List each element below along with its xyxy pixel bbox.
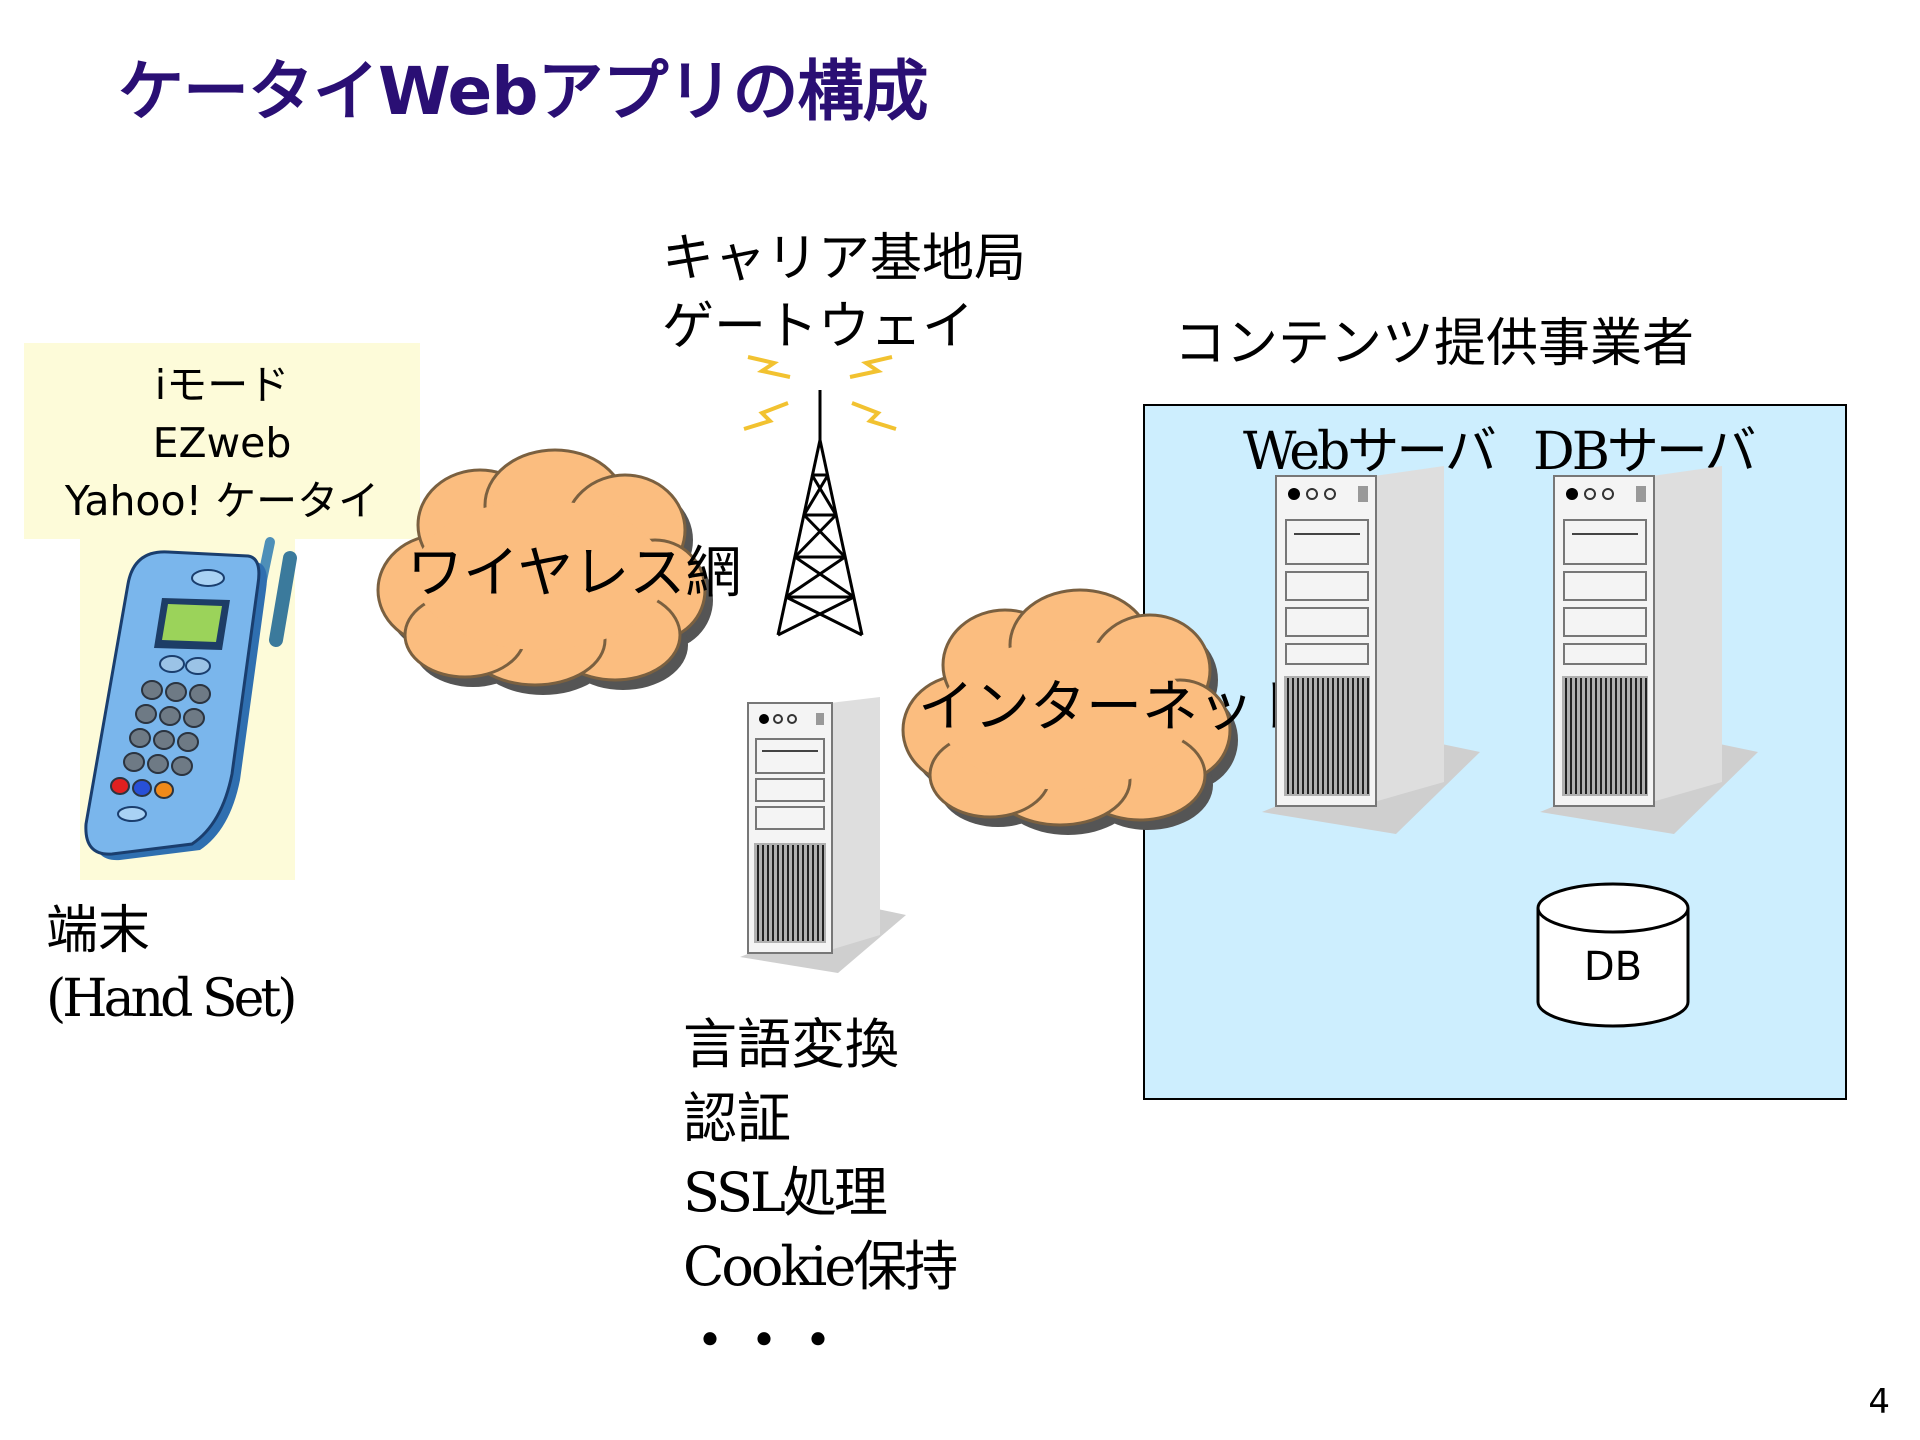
gateway-label-line1: キャリア基地局 bbox=[662, 229, 1027, 289]
slide-title: ケータイWebアプリの構成 bbox=[118, 53, 928, 130]
internet-cloud bbox=[901, 588, 1238, 835]
gateway-label: キャリア基地局 ゲートウェイ bbox=[662, 225, 1026, 361]
internet-label: インターネット bbox=[918, 675, 1310, 740]
function-item: 言語変換 bbox=[683, 1013, 899, 1076]
function-item: SSL処理 bbox=[683, 1161, 888, 1224]
web-server-label: Webサーバ bbox=[1243, 422, 1497, 482]
database-label: DB bbox=[1583, 944, 1643, 990]
function-item: 認証 bbox=[683, 1087, 791, 1150]
gateway-server-icon bbox=[740, 697, 906, 973]
wireless-network-label: ワイヤレス網 bbox=[407, 541, 742, 606]
content-provider-label: コンテンツ提供事業者 bbox=[1174, 314, 1695, 374]
mode-list: iモード EZweb Yahoo! ケータイ bbox=[24, 356, 420, 530]
handset-label: 端末 (Hand Set) bbox=[46, 897, 298, 1033]
function-item: ・・・ bbox=[683, 1309, 845, 1372]
mode-item: Yahoo! ケータイ bbox=[64, 477, 380, 525]
mobile-phone-icon bbox=[80, 530, 297, 880]
web-server-icon bbox=[1262, 466, 1480, 834]
mode-box bbox=[24, 343, 420, 539]
handset-label-line1: 端末 bbox=[46, 901, 151, 961]
gateway-label-line2: ゲートウェイ bbox=[662, 297, 975, 357]
gateway-function-list: 言語変換 認証 SSL処理 Cookie保持 ・・・ bbox=[683, 1008, 958, 1378]
page-number: 4 bbox=[1868, 1382, 1890, 1422]
mode-item: iモード bbox=[154, 361, 290, 409]
db-server-icon bbox=[1540, 466, 1758, 834]
database-cylinder-icon bbox=[1536, 882, 1690, 1028]
antenna-tower-icon bbox=[743, 355, 897, 637]
function-item: Cookie保持 bbox=[683, 1235, 958, 1298]
handset-label-line2: (Hand Set) bbox=[46, 969, 298, 1029]
wireless-network-cloud bbox=[376, 448, 713, 695]
mode-item: EZweb bbox=[152, 419, 292, 467]
